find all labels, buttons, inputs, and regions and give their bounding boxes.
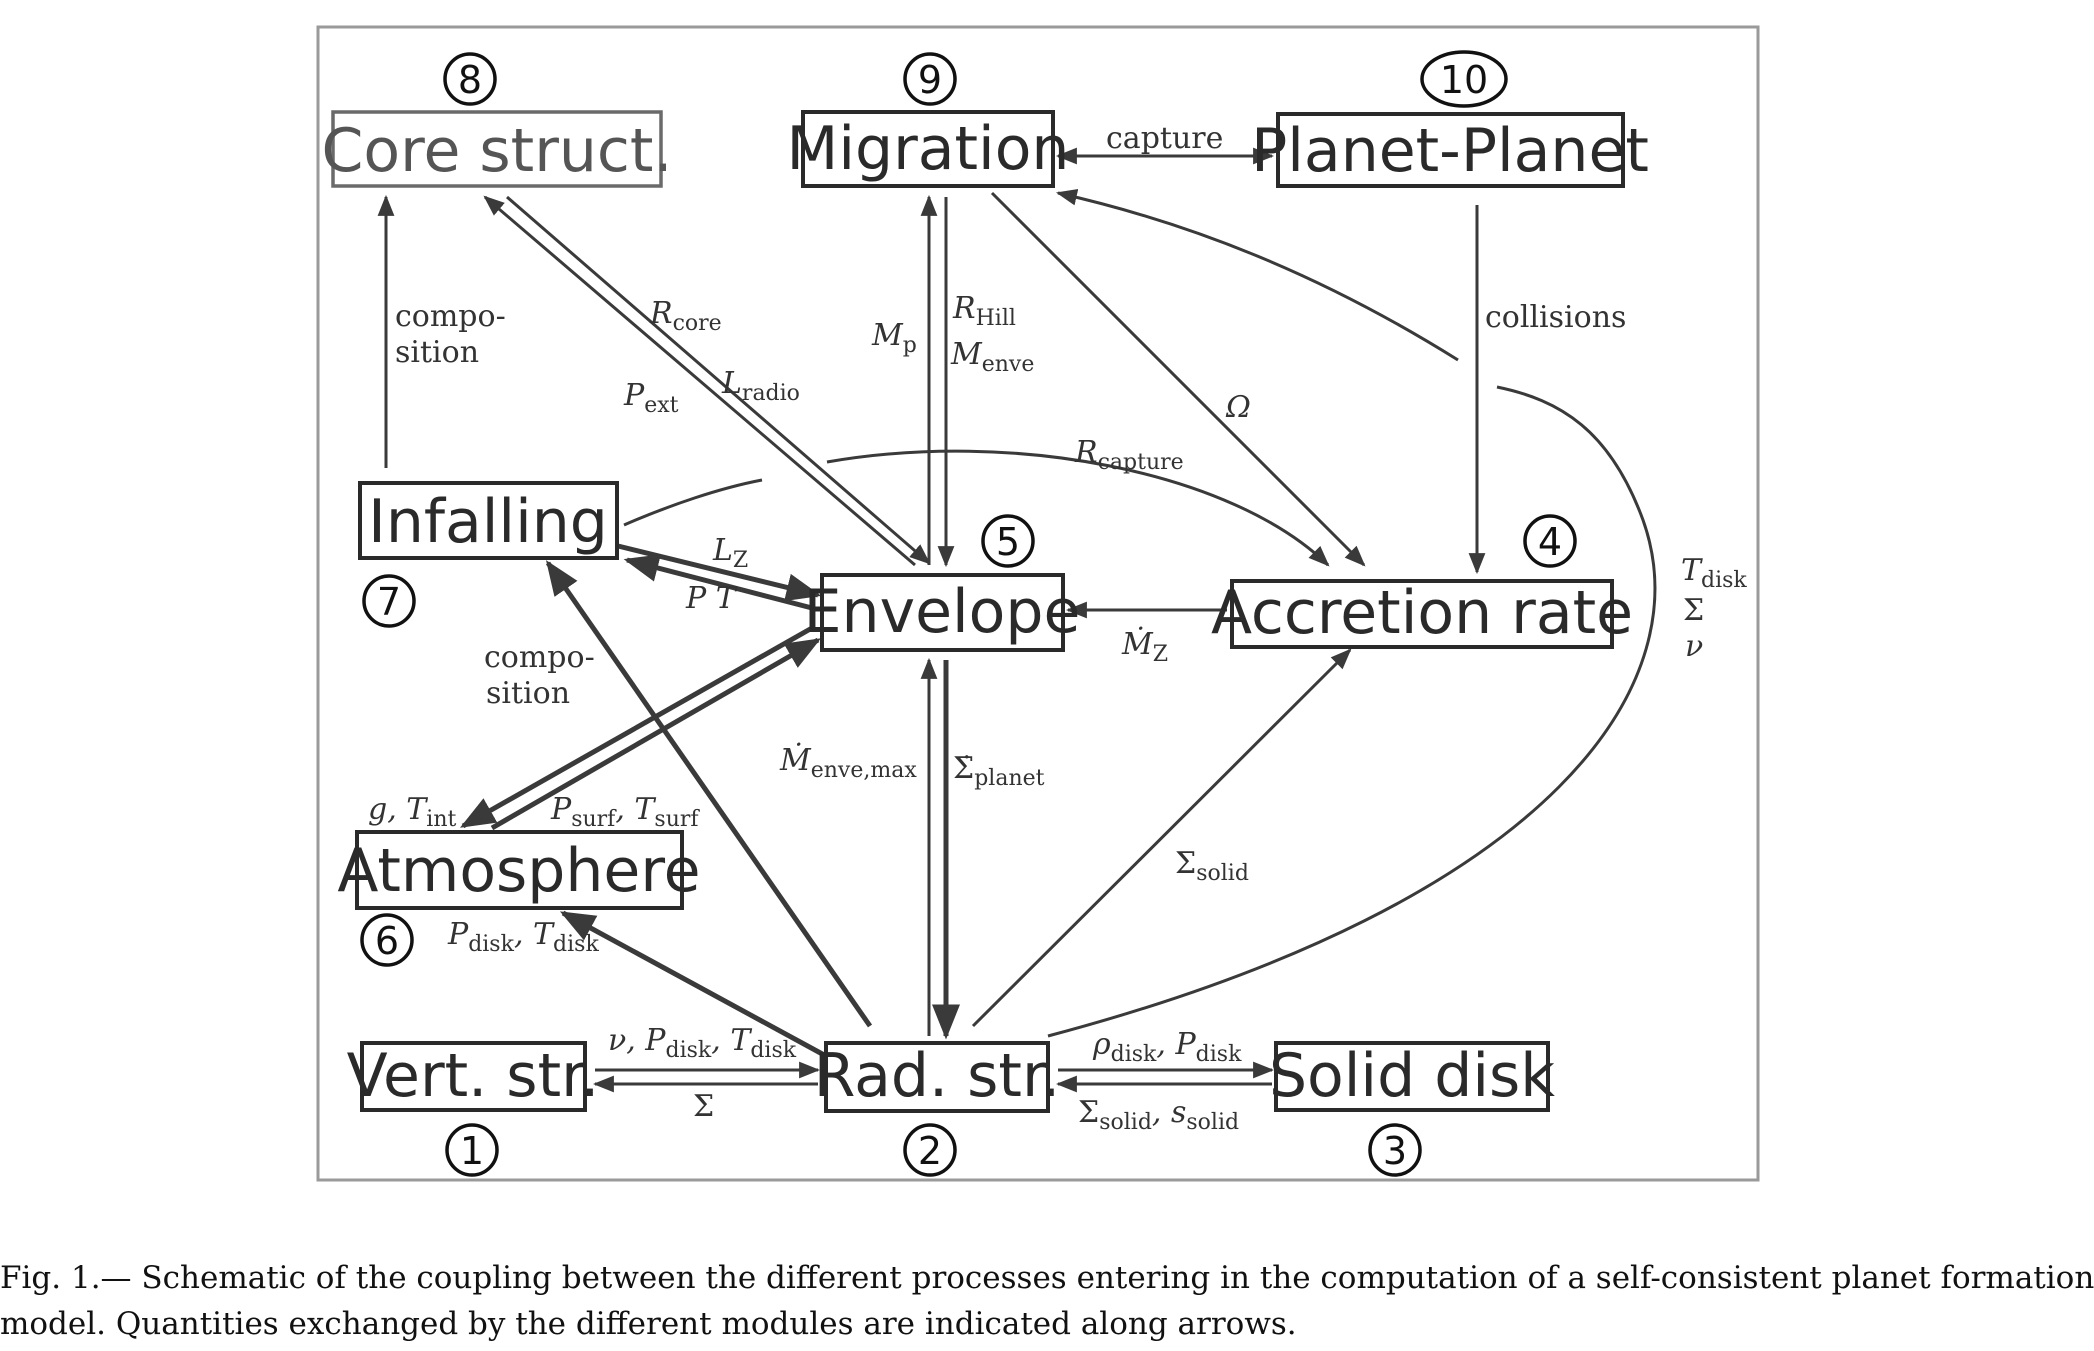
label-p-t-surf: Psurf, Tsurf bbox=[550, 792, 700, 832]
label-p-ext: Pext bbox=[623, 378, 679, 418]
label-r-core: Rcore bbox=[649, 296, 722, 336]
svg-text:Infalling: Infalling bbox=[368, 487, 608, 557]
label-p-t-disk-atm: Pdisk, Tdisk bbox=[447, 917, 599, 957]
label-l-radio: Lradio bbox=[721, 366, 800, 406]
box-rad-str: Rad. str. bbox=[814, 1041, 1060, 1113]
number-badge-2: 2 bbox=[903, 1123, 957, 1177]
svg-text:Solid disk: Solid disk bbox=[1269, 1041, 1555, 1111]
arrow-rad-to-infalling bbox=[545, 560, 873, 1028]
box-core-struct: Core struct. bbox=[321, 110, 673, 188]
label-sigma-bottom: Σ bbox=[693, 1089, 714, 1124]
label-m-enve-max: Ṁenve,max bbox=[779, 742, 917, 783]
label-g-tint: g, Tint bbox=[368, 792, 457, 832]
number-badge-9: 9 bbox=[903, 52, 957, 106]
svg-text:4: 4 bbox=[1538, 520, 1562, 564]
arrow-rad-to-accretion bbox=[971, 648, 1352, 1028]
label-omega: Ω bbox=[1225, 390, 1251, 425]
figure-caption: Fig. 1.— Schematic of the coupling betwe… bbox=[0, 1255, 2094, 1347]
arrow-infalling-to-accretion-right bbox=[826, 449, 1330, 567]
label-t-disk: Tdisk bbox=[1681, 553, 1747, 593]
diagram-frame bbox=[316, 25, 1760, 1182]
svg-text:Envelope: Envelope bbox=[804, 577, 1081, 647]
arrow-envelope-to-core-a bbox=[483, 195, 916, 567]
arrow-rad-to-migration-curve-top bbox=[1055, 188, 1459, 362]
label-rho-p-disk: ρdisk, Pdisk bbox=[1092, 1027, 1242, 1067]
number-badge-5: 5 bbox=[981, 514, 1035, 568]
svg-text:Migration: Migration bbox=[787, 114, 1070, 184]
svg-text:7: 7 bbox=[377, 580, 401, 624]
svg-text:5: 5 bbox=[996, 520, 1020, 564]
arrow-core-to-envelope-b bbox=[506, 195, 931, 565]
label-collisions: collisions bbox=[1485, 300, 1626, 335]
svg-text:6: 6 bbox=[375, 919, 399, 963]
svg-text:Vert. str.: Vert. str. bbox=[347, 1041, 600, 1111]
arrow-atmosphere-to-envelope bbox=[490, 637, 822, 831]
svg-text:Rad. str.: Rad. str. bbox=[814, 1041, 1060, 1111]
coupling-diagram: Core struct. Migration Planet-Planet Inf… bbox=[316, 25, 1760, 1182]
svg-text:2: 2 bbox=[918, 1129, 942, 1173]
label-l-z: LZ bbox=[712, 533, 748, 573]
number-badge-7: 7 bbox=[362, 574, 416, 628]
label-sigma-planet: Σ̇planet bbox=[953, 751, 1045, 791]
svg-text:8: 8 bbox=[458, 58, 482, 102]
svg-text:Atmosphere: Atmosphere bbox=[337, 836, 700, 906]
number-badge-8: 8 bbox=[443, 52, 497, 106]
arrow-migration-to-accretion bbox=[990, 191, 1366, 567]
number-badge-4: 4 bbox=[1523, 514, 1577, 568]
svg-text:3: 3 bbox=[1383, 1129, 1407, 1173]
box-accretion-rate: Accretion rate bbox=[1211, 578, 1633, 649]
box-migration: Migration bbox=[787, 110, 1070, 188]
box-envelope: Envelope bbox=[804, 573, 1081, 652]
box-planet-planet: Planet-Planet bbox=[1251, 112, 1649, 188]
label-composition-top-2: sition bbox=[395, 335, 479, 370]
arrow-infalling-to-accretion-left bbox=[623, 478, 763, 527]
label-p-t: P T bbox=[685, 581, 738, 616]
label-composition-mid-1: compo- bbox=[484, 640, 595, 675]
arrow-rad-to-atmosphere bbox=[559, 910, 828, 1059]
caption-line-2: model. Quantities exchanged by the diffe… bbox=[0, 1306, 1297, 1342]
label-m-p: Mp bbox=[871, 318, 917, 358]
label-nu-p-t-disk: ν, Pdisk, Tdisk bbox=[608, 1023, 797, 1063]
label-nu-right: ν bbox=[1685, 629, 1703, 664]
box-infalling: Infalling bbox=[358, 481, 619, 560]
svg-text:10: 10 bbox=[1440, 58, 1488, 102]
label-sigma-right: Σ bbox=[1683, 593, 1704, 628]
number-badge-3: 3 bbox=[1368, 1123, 1422, 1177]
number-badge-10: 10 bbox=[1420, 50, 1508, 108]
svg-text:Core struct.: Core struct. bbox=[321, 116, 672, 186]
label-m-dot-z: ṀZ bbox=[1121, 626, 1168, 667]
label-sigma-s-solid: Σsolid, ssolid bbox=[1078, 1095, 1239, 1135]
label-r-capture: Rcapture bbox=[1074, 435, 1184, 475]
box-solid-disk: Solid disk bbox=[1269, 1041, 1555, 1112]
svg-text:Planet-Planet: Planet-Planet bbox=[1251, 116, 1649, 186]
label-capture: capture bbox=[1106, 121, 1223, 156]
label-r-hill: RHill bbox=[952, 291, 1016, 331]
number-badge-6: 6 bbox=[360, 913, 414, 967]
number-badge-1: 1 bbox=[445, 1123, 499, 1177]
arrow-envelope-to-atmosphere bbox=[459, 625, 814, 829]
box-vert-str: Vert. str. bbox=[347, 1041, 600, 1112]
label-sigma-solid: Σsolid bbox=[1175, 846, 1249, 886]
caption-line-1: Fig. 1.— Schematic of the coupling betwe… bbox=[0, 1260, 2094, 1296]
label-m-enve: Menve bbox=[950, 337, 1034, 377]
svg-text:Accretion rate: Accretion rate bbox=[1211, 578, 1633, 648]
arrow-envelope-to-infalling bbox=[623, 554, 813, 611]
arrow-rad-to-migration-curve bbox=[1047, 385, 1657, 1038]
label-composition-top-1: compo- bbox=[395, 299, 506, 334]
arrow-infalling-to-envelope bbox=[617, 543, 822, 602]
label-composition-mid-2: sition bbox=[486, 676, 570, 711]
svg-text:9: 9 bbox=[918, 58, 942, 102]
svg-text:1: 1 bbox=[460, 1129, 484, 1173]
box-atmosphere: Atmosphere bbox=[337, 830, 701, 910]
